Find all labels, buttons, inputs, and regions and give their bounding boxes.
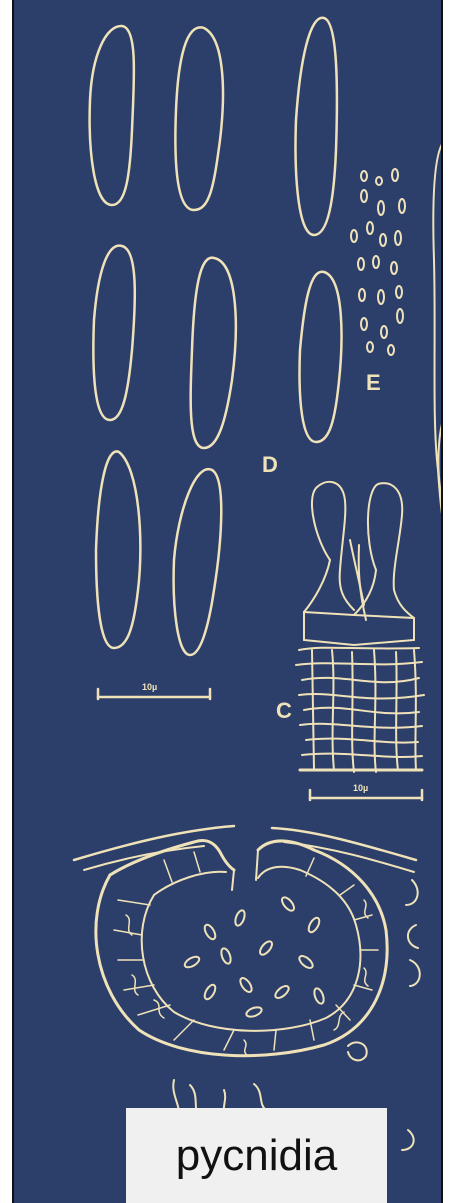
spore-d8: [174, 469, 222, 655]
panel-e-conidia: [351, 169, 405, 355]
panel-label-e: E: [366, 370, 381, 395]
spore-d7: [96, 451, 140, 648]
spore-d2: [175, 27, 223, 210]
pycnidium-conidia: [183, 895, 325, 1018]
panel-label-d: D: [262, 452, 278, 477]
pycnidium-wall-outer: [96, 841, 387, 1056]
spore-d1: [90, 26, 134, 205]
panel-c-hymenium: [296, 482, 424, 772]
panel-label-c: C: [276, 698, 292, 723]
scale-label-c: 10µ: [353, 783, 368, 793]
illustration-plate: D E C 10µ 10µ: [12, 0, 443, 1203]
spore-d4: [93, 246, 134, 420]
plate-drawing: D E C 10µ 10µ: [14, 0, 443, 1203]
pycnidium-wall-inner: [142, 867, 361, 1031]
spore-d3: [296, 18, 337, 235]
partial-structure-right-edge: [433, 140, 443, 530]
caption-label: pycnidia: [176, 1134, 337, 1178]
panel-b-pycnidium: [74, 826, 416, 1056]
spore-d6: [300, 272, 342, 442]
caption-box: pycnidia: [126, 1108, 387, 1203]
paraphysis-right: [368, 483, 414, 618]
scale-label-d: 10µ: [142, 682, 157, 692]
panel-d-spores: [90, 18, 342, 655]
spore-d5: [191, 258, 236, 448]
